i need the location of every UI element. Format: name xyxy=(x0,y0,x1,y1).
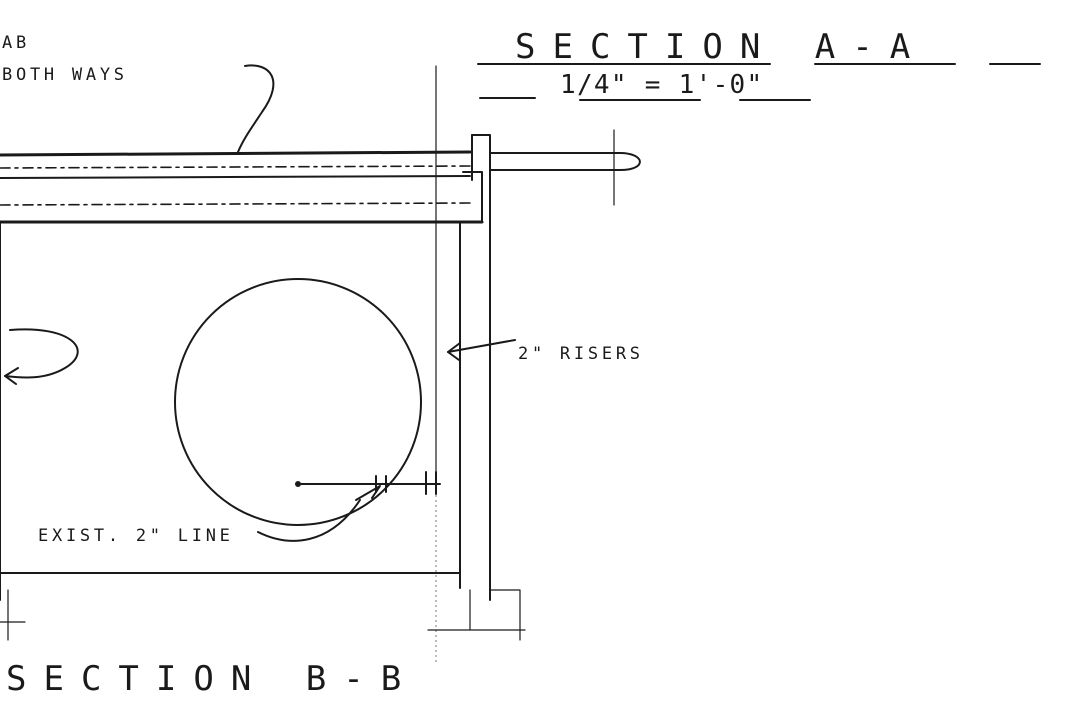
risers-note-group: 2" RISERS xyxy=(447,339,644,364)
section-aa-title: SECTION A-A xyxy=(515,27,927,67)
pipe-stub-body xyxy=(489,152,641,171)
slab-rebar-bottom xyxy=(0,202,471,206)
slab-rebar-top xyxy=(0,165,471,169)
slab-inner-line xyxy=(0,175,471,179)
pipe-stub xyxy=(489,129,641,206)
note-slab: AB xyxy=(2,33,30,53)
existing-line-fittings xyxy=(375,471,437,495)
scale-underline xyxy=(479,97,811,101)
existing-line-valve xyxy=(355,485,381,501)
slab-end xyxy=(462,171,483,223)
riser-column-right xyxy=(471,134,491,601)
exist-line-leader xyxy=(257,499,361,542)
left-pointer xyxy=(4,328,79,385)
left-pointer-curve xyxy=(4,328,79,379)
scale-text: 1/4" = 1'-0" xyxy=(560,70,763,100)
existing-line-end xyxy=(295,481,301,487)
risers-leader-line xyxy=(447,339,516,353)
pit-bottom-left-tick xyxy=(0,589,26,641)
scale-group: 1/4" = 1'-0" xyxy=(479,70,811,101)
slab xyxy=(0,150,484,224)
slab-top-edge xyxy=(0,150,472,157)
riser-column xyxy=(435,65,491,665)
pit-bottom-right-ticks xyxy=(427,589,526,641)
left-pointer-arrowhead xyxy=(4,367,19,385)
note-both-ways: BOTH WAYS xyxy=(2,65,128,85)
slab-leader-line xyxy=(237,64,275,153)
note-risers: 2" RISERS xyxy=(518,344,644,364)
tank-circle xyxy=(174,278,422,526)
section-aa-title-group: SECTION A-A xyxy=(477,27,1041,67)
section-bb-title: SECTION B-B xyxy=(6,659,418,699)
pit-bottom xyxy=(0,572,526,641)
slab-note-group: AB BOTH WAYS xyxy=(2,33,275,153)
risers-arrowhead xyxy=(447,342,461,361)
existing-line-group: EXIST. 2" LINE xyxy=(38,471,441,546)
note-exist-line: EXIST. 2" LINE xyxy=(38,526,234,546)
